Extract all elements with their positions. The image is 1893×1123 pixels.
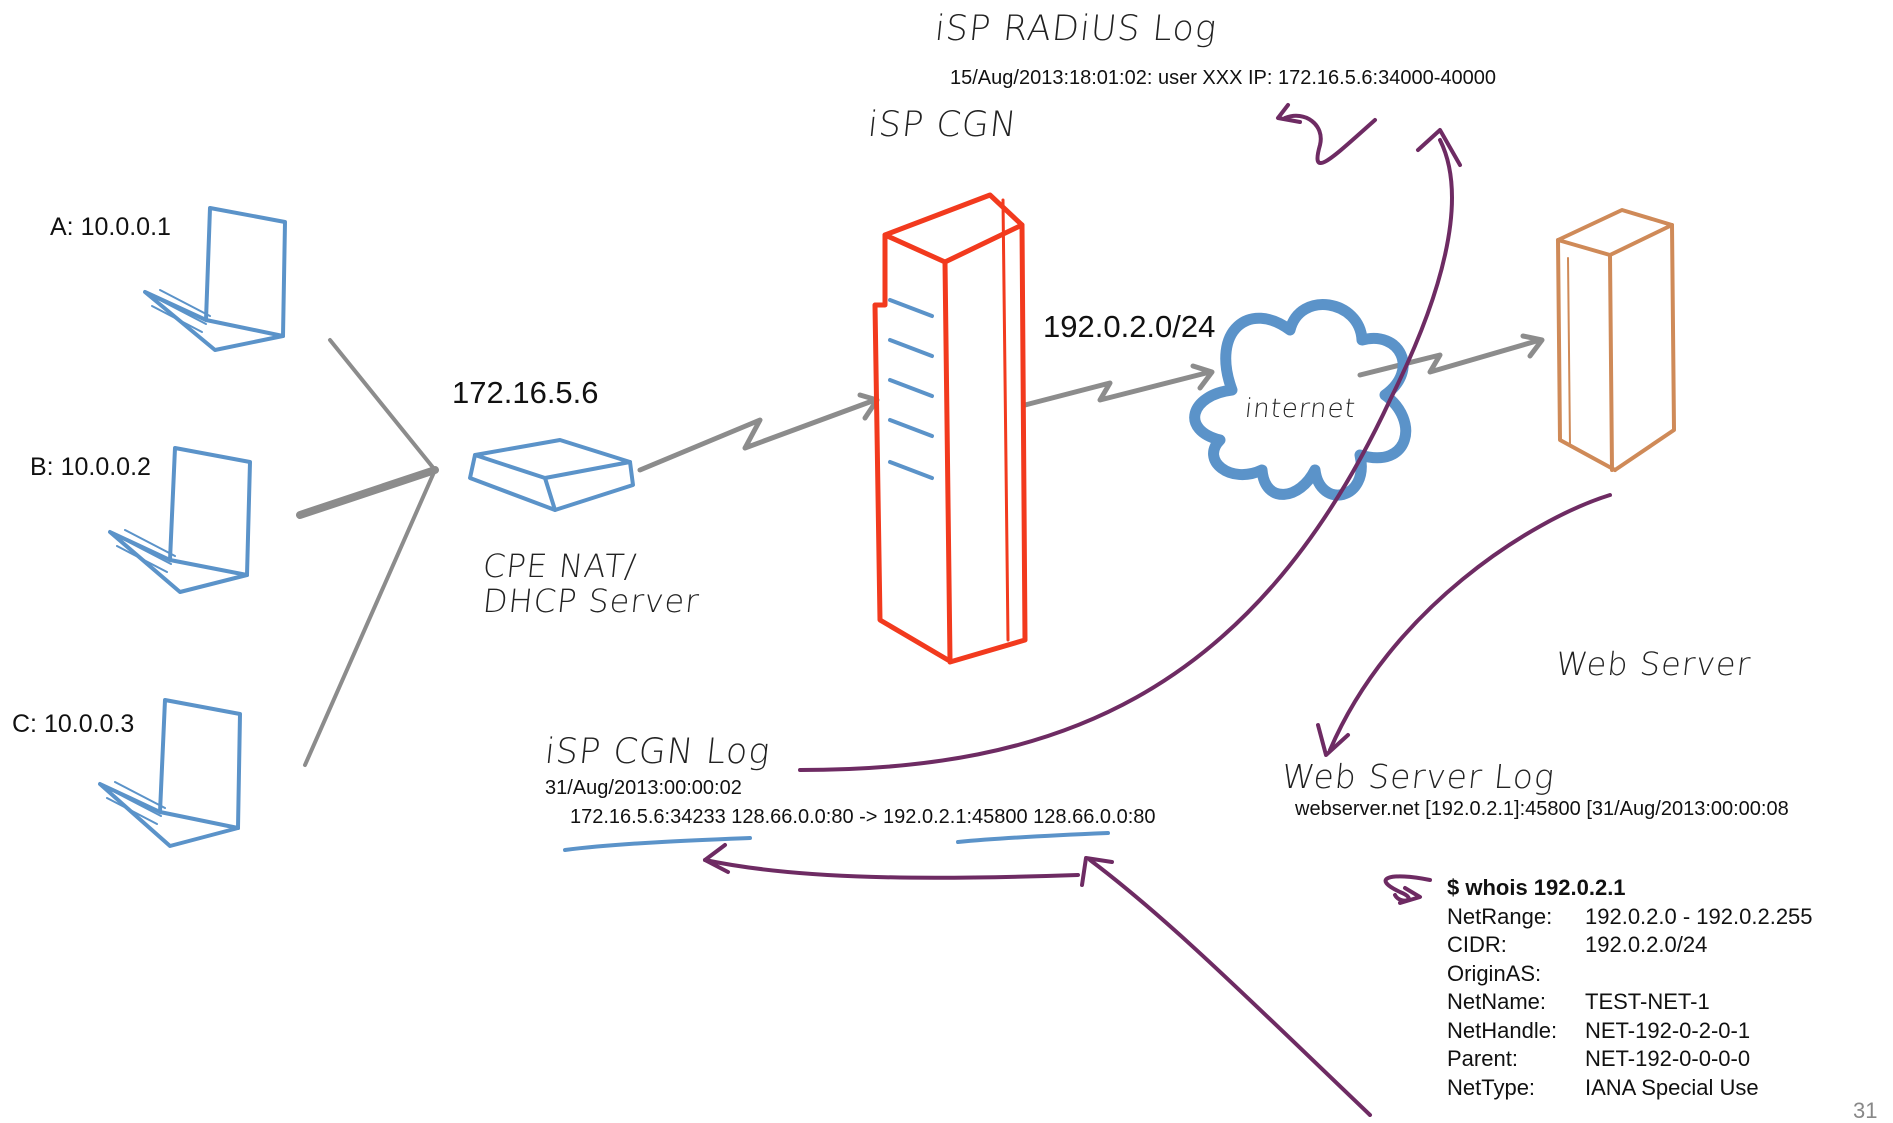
whois-value: IANA Special Use <box>1585 1074 1759 1100</box>
slide-number: 31 <box>1853 1098 1878 1123</box>
web-log-line: webserver.net [192.0.2.1]:45800 [31/Aug/… <box>1295 798 1789 820</box>
whois-row: NetRange: 192.0.2.0 - 192.0.2.255 <box>1447 903 1867 932</box>
internet-cloud-label: internet <box>1243 394 1358 424</box>
web-server-log-title: Web Server Log <box>1279 757 1558 796</box>
cpe-nat-title-line2: DHCP Server <box>481 582 702 620</box>
whois-row: NetName: TEST-NET-1 <box>1447 988 1867 1017</box>
cgn-tower-icon <box>872 192 1028 665</box>
cgn-tower-stripes <box>888 298 934 480</box>
cgn-log-title: iSP CGN Log <box>542 732 773 772</box>
whois-key: NetHandle: <box>1447 1017 1558 1043</box>
whois-output: $ whois 192.0.2.1 NetRange: 192.0.2.0 - 1… <box>1447 874 1867 1102</box>
whois-row: Parent: NET-192-0-0-0-0 <box>1447 1045 1867 1074</box>
radius-log-title: iSP RADiUS Log <box>932 9 1220 49</box>
host-b-label: B: 10.0.0.2 <box>30 453 151 481</box>
whois-value: 192.0.2.0 - 192.0.2.255 <box>1585 903 1813 929</box>
host-a-label: A: 10.0.0.1 <box>50 213 171 241</box>
whois-command: $ whois 192.0.2.1 <box>1447 875 1626 901</box>
host-c-label: C: 10.0.0.3 <box>12 710 135 738</box>
cpe-router-icon <box>468 438 635 512</box>
whois-value: NET-192-0-0-0-0 <box>1585 1046 1751 1072</box>
whois-key: NetType: <box>1447 1074 1536 1100</box>
whois-key: OriginAS: <box>1447 960 1542 986</box>
cgn-log-underlines <box>563 831 1110 852</box>
whois-row: OriginAS: <box>1447 960 1867 989</box>
radius-log-line: 15/Aug/2013:18:01:02: user XXX IP: 172.1… <box>950 67 1496 89</box>
lan-links <box>296 338 439 767</box>
cgn-range-label: 192.0.2.0/24 <box>1043 309 1216 344</box>
cgn-log-entry: 172.16.5.6:34233 128.66.0.0:80 -> 192.0.… <box>570 806 1156 828</box>
isp-cgn-title: iSP CGN <box>865 105 1020 145</box>
laptop-a-icon <box>143 206 287 352</box>
whois-key: NetRange: <box>1447 903 1553 929</box>
laptop-b-icon <box>108 446 252 594</box>
cgn-log-timestamp: 31/Aug/2013:00:00:02 <box>545 777 742 799</box>
whois-key: Parent: <box>1447 1046 1518 1072</box>
whois-row: NetType: IANA Special Use <box>1447 1074 1867 1103</box>
laptop-c-icon <box>98 698 242 848</box>
whois-value: TEST-NET-1 <box>1585 989 1710 1015</box>
whois-row: NetHandle: NET-192-0-2-0-1 <box>1447 1017 1867 1046</box>
whois-value: NET-192-0-2-0-1 <box>1585 1017 1751 1043</box>
web-server-icon <box>1556 208 1676 472</box>
web-server-title: Web Server <box>1554 645 1753 683</box>
whois-key: NetName: <box>1447 989 1547 1015</box>
internet-cloud-icon <box>1189 299 1412 501</box>
whois-row: CIDR: 192.0.2.0/24 <box>1447 931 1867 960</box>
cpe-ip-label: 172.16.5.6 <box>452 375 599 410</box>
whois-value: 192.0.2.0/24 <box>1585 932 1708 958</box>
cpe-nat-title-line1: CPE NAT/ <box>481 547 639 585</box>
whois-key: CIDR: <box>1447 932 1507 958</box>
correlation-arrows <box>703 103 1612 1117</box>
